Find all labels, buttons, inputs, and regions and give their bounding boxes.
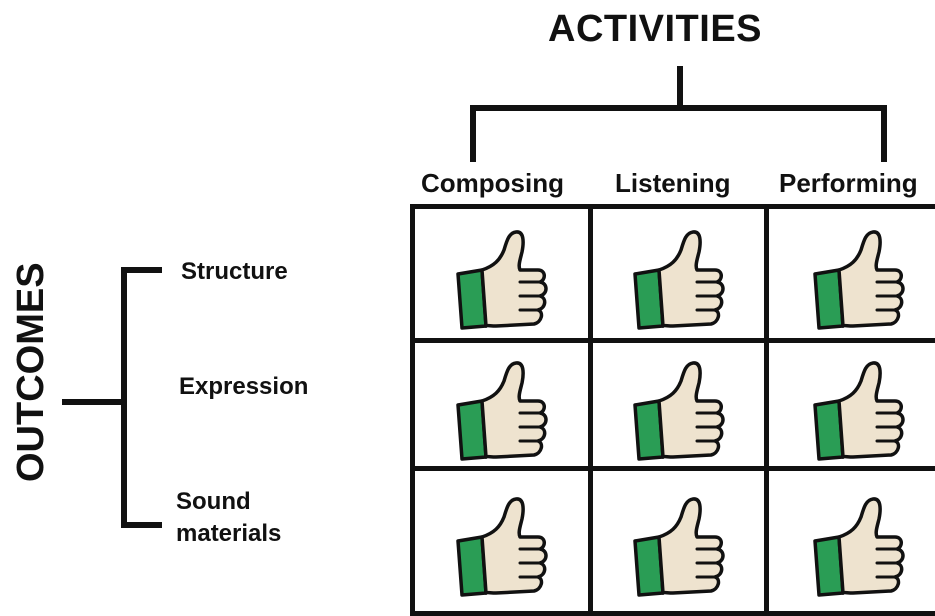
thumbs-up-icon	[455, 229, 548, 330]
grid-cell	[588, 466, 769, 616]
column-label-composing: Composing	[421, 168, 564, 198]
row-label-line: Expression	[179, 373, 309, 400]
row-label-structure: Structure	[181, 256, 288, 288]
row-label-line: materials	[176, 520, 282, 547]
grid-cell	[764, 466, 935, 616]
thumbs-up-icon	[632, 497, 725, 597]
activity-outcome-grid	[410, 204, 935, 616]
grid-cell	[410, 204, 593, 343]
row-label-line: Sound	[176, 488, 251, 515]
grid-cell	[588, 204, 769, 343]
thumbs-up-icon	[632, 360, 725, 461]
row-label-expression: Expression	[179, 371, 308, 403]
row-label-line: Structure	[181, 258, 288, 285]
bracket-lines	[62, 66, 887, 528]
grid-cell	[588, 338, 769, 471]
thumbs-up-icon	[813, 229, 905, 330]
grid-cell	[410, 466, 593, 616]
column-label-performing: Performing	[779, 168, 918, 198]
activities-bracket	[470, 105, 887, 162]
thumbs-up-icon	[455, 497, 548, 597]
column-label-listening: Listening	[615, 168, 731, 198]
thumbs-up-icon	[632, 229, 725, 330]
outcomes-title: OUTCOMES	[10, 262, 52, 482]
thumbs-up-icon	[813, 360, 905, 461]
activities-title: ACTIVITIES	[548, 8, 763, 50]
grid-cell	[764, 204, 935, 343]
outcomes-bracket	[121, 267, 162, 528]
row-label-sound-materials: Sound materials	[176, 486, 281, 550]
grid-cell	[764, 338, 935, 471]
thumbs-up-icon	[455, 360, 548, 461]
thumbs-up-icon	[813, 497, 905, 597]
grid-cell	[410, 338, 593, 471]
